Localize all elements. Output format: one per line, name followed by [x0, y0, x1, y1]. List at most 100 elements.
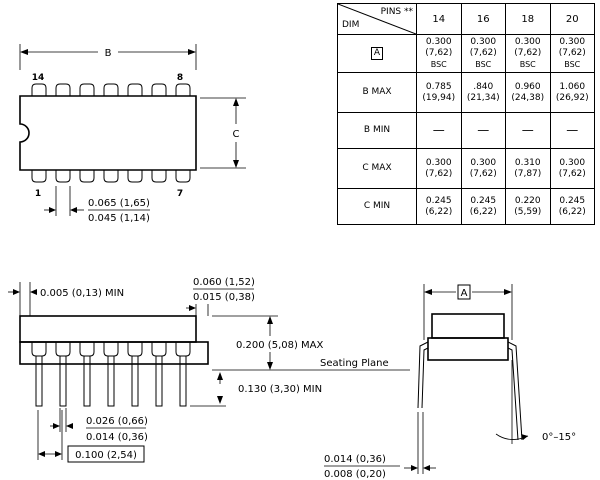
cell-value: (6,22) — [469, 206, 497, 217]
empty-value-dash: — — [477, 123, 490, 137]
row-label-text: C MIN — [363, 201, 391, 211]
cell-value: (6,22) — [425, 206, 453, 217]
cell-value: (21,34) — [466, 92, 500, 103]
package-body-top — [19, 95, 197, 171]
cell-value: (26,92) — [555, 92, 589, 103]
bottom-pin — [55, 170, 71, 183]
pitch-label: 0.100 (2,54) — [75, 450, 137, 461]
row-label-text: B MAX — [362, 87, 392, 97]
table-row: B MIN———— — [337, 112, 595, 149]
row-label: C MIN — [337, 188, 417, 225]
pin-14-label: 14 — [32, 73, 45, 83]
a-box — [457, 284, 471, 300]
empty-value-dash: — — [521, 123, 534, 137]
a-arrow-right — [504, 289, 512, 295]
cell-value: (7,62) — [558, 168, 586, 179]
pins-header: PINS ** — [380, 7, 413, 17]
dim-a-label: A — [461, 288, 468, 299]
cell-value: 0.300 — [470, 37, 497, 47]
table-cell: — — [549, 112, 595, 149]
side-lead-pin — [155, 355, 163, 407]
table-cell: 0.300(7,62)BSC — [505, 34, 551, 73]
height-arrow-bottom — [267, 362, 273, 370]
pitch-arrow-left — [38, 451, 45, 457]
bottom-pin — [31, 170, 47, 183]
bottom-pin — [127, 170, 143, 183]
row-label-text: C MAX — [362, 163, 392, 173]
shoulder-arrow-left — [189, 305, 196, 311]
side-lead-pin — [59, 355, 67, 407]
pin-count-16: 16 — [460, 3, 506, 35]
bottom-pin — [79, 170, 95, 183]
cell-value: 0.245 — [425, 195, 452, 206]
pitch-arrow-right — [55, 451, 62, 457]
top-pin — [175, 83, 191, 96]
table-cell: 0.300(7,62) — [549, 148, 595, 189]
side-lead-row — [31, 342, 191, 407]
table-cell: 0.310(7,87) — [505, 148, 551, 189]
table-cell: — — [505, 112, 551, 149]
empty-value-dash: — — [566, 123, 579, 137]
end-body-bottom — [427, 337, 509, 361]
table-cell: .840(21,34) — [460, 72, 506, 113]
row-label: A — [337, 34, 417, 73]
row-label: B MAX — [337, 72, 417, 113]
pad-arrow-left — [49, 207, 56, 213]
table-cell: 0.245(6,22) — [416, 188, 462, 225]
corner-diagonal — [338, 4, 416, 34]
row-label-text: A — [371, 47, 383, 60]
a-arrow-left — [424, 289, 432, 295]
pad-width-min: 0.045 (1,14) — [88, 213, 150, 224]
end-lead-left-outer — [417, 341, 429, 409]
pitch-box — [67, 445, 145, 463]
cell-value: 0.300 — [470, 157, 497, 168]
table-cell: 0.300(7,62) — [460, 148, 506, 189]
lead-arrow-bottom — [217, 396, 223, 404]
side-lead-pin — [83, 355, 91, 407]
end-min-label: 0.005 (0,13) MIN — [40, 288, 124, 299]
dim-header: DIM — [342, 20, 360, 30]
cell-value: BSC — [430, 60, 447, 69]
table-corner: PINS ** DIM — [337, 3, 417, 35]
cell-value: 0.220 — [514, 195, 541, 206]
side-lead-shoulder — [79, 342, 95, 357]
cell-value: (7,62) — [425, 48, 453, 58]
table-header-row: PINS ** DIM 14 16 18 20 — [337, 3, 595, 35]
angle-arrow — [521, 434, 528, 440]
c-arrow-bottom — [233, 160, 239, 168]
cell-value: 0.960 — [514, 81, 541, 92]
top-pin — [55, 83, 71, 96]
pin-count-18: 18 — [505, 3, 551, 35]
pin-8-label: 8 — [177, 73, 183, 83]
table-cell: 0.960(24,38) — [505, 72, 551, 113]
end-arrow-left — [13, 289, 20, 295]
c-arrow-top — [233, 98, 239, 106]
cell-value: BSC — [564, 60, 581, 69]
shoulder-max-label: 0.060 (1,52) — [193, 277, 255, 288]
package-body-side — [19, 315, 197, 343]
side-lead-shoulder — [175, 342, 191, 357]
b-arrow-left — [20, 49, 28, 55]
end-body-top — [431, 313, 505, 339]
cell-value: (7,62) — [514, 48, 542, 58]
pin-count-20: 20 — [549, 3, 595, 35]
top-pin — [31, 83, 47, 96]
cell-value: BSC — [519, 60, 536, 69]
bottom-pin — [151, 170, 167, 183]
lead-arrow-top — [217, 372, 223, 380]
bottom-pin — [103, 170, 119, 183]
top-pin — [151, 83, 167, 96]
empty-value-dash: — — [432, 123, 445, 137]
table-cell: 0.245(6,22) — [549, 188, 595, 225]
cell-value: 0.300 — [425, 157, 452, 168]
side-lead-shoulder — [55, 342, 71, 357]
cell-value: (6,22) — [558, 206, 586, 217]
shoulder-min-label: 0.015 (0,38) — [193, 292, 255, 303]
thickness-max: 0.014 (0,36) — [324, 454, 386, 465]
cell-value: 0.245 — [470, 195, 497, 206]
cell-value: .840 — [473, 81, 494, 92]
